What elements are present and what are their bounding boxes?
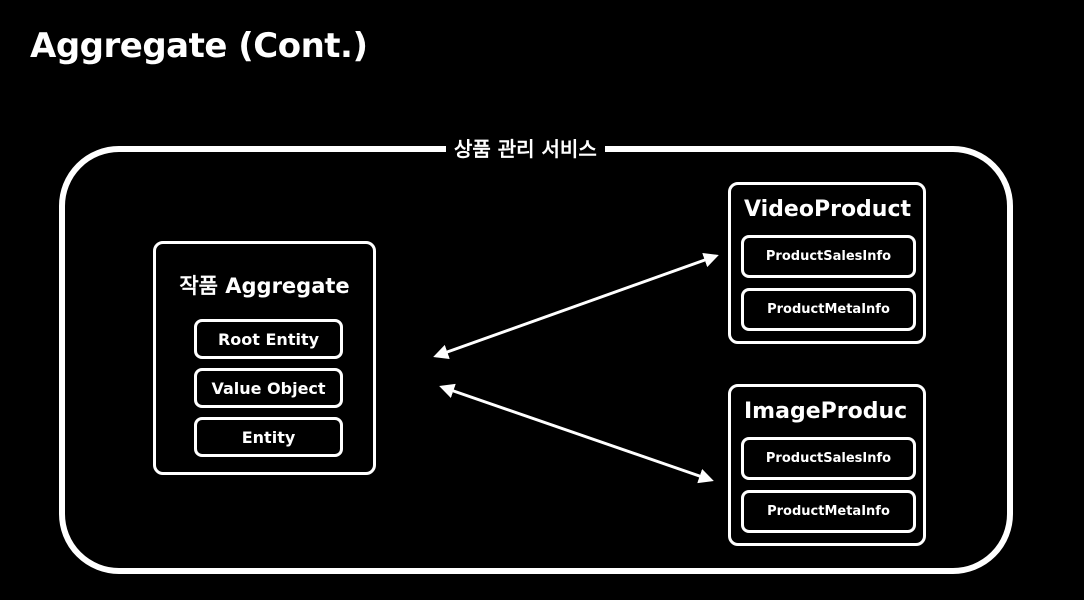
- slide-title: Aggregate (Cont.): [30, 26, 368, 66]
- aggregate-title: 작품 Aggregate: [179, 274, 350, 298]
- video-product-title: VideoProduct: [744, 197, 912, 222]
- image-product-meta-info: ProductMetaInfo: [741, 490, 916, 533]
- image-product-title: ImageProduc: [744, 399, 908, 424]
- aggregate-box: 작품 Aggregate Root Entity Value Object En…: [153, 241, 376, 475]
- video-product-meta-info: ProductMetaInfo: [741, 288, 916, 331]
- image-product-sales-info: ProductSalesInfo: [741, 437, 916, 480]
- service-label: 상품 관리 서비스: [446, 135, 605, 163]
- aggregate-item-value-object: Value Object: [194, 368, 343, 408]
- arrow-aggregate-image-product: [439, 383, 714, 484]
- image-product-box: ImageProduc ProductSalesInfo ProductMeta…: [728, 384, 926, 546]
- video-product-box: VideoProduct ProductSalesInfo ProductMet…: [728, 182, 926, 344]
- video-product-sales-info: ProductSalesInfo: [741, 235, 916, 278]
- arrow-aggregate-video-product: [433, 252, 719, 360]
- aggregate-item-entity: Entity: [194, 417, 343, 457]
- aggregate-item-root-entity: Root Entity: [194, 319, 343, 359]
